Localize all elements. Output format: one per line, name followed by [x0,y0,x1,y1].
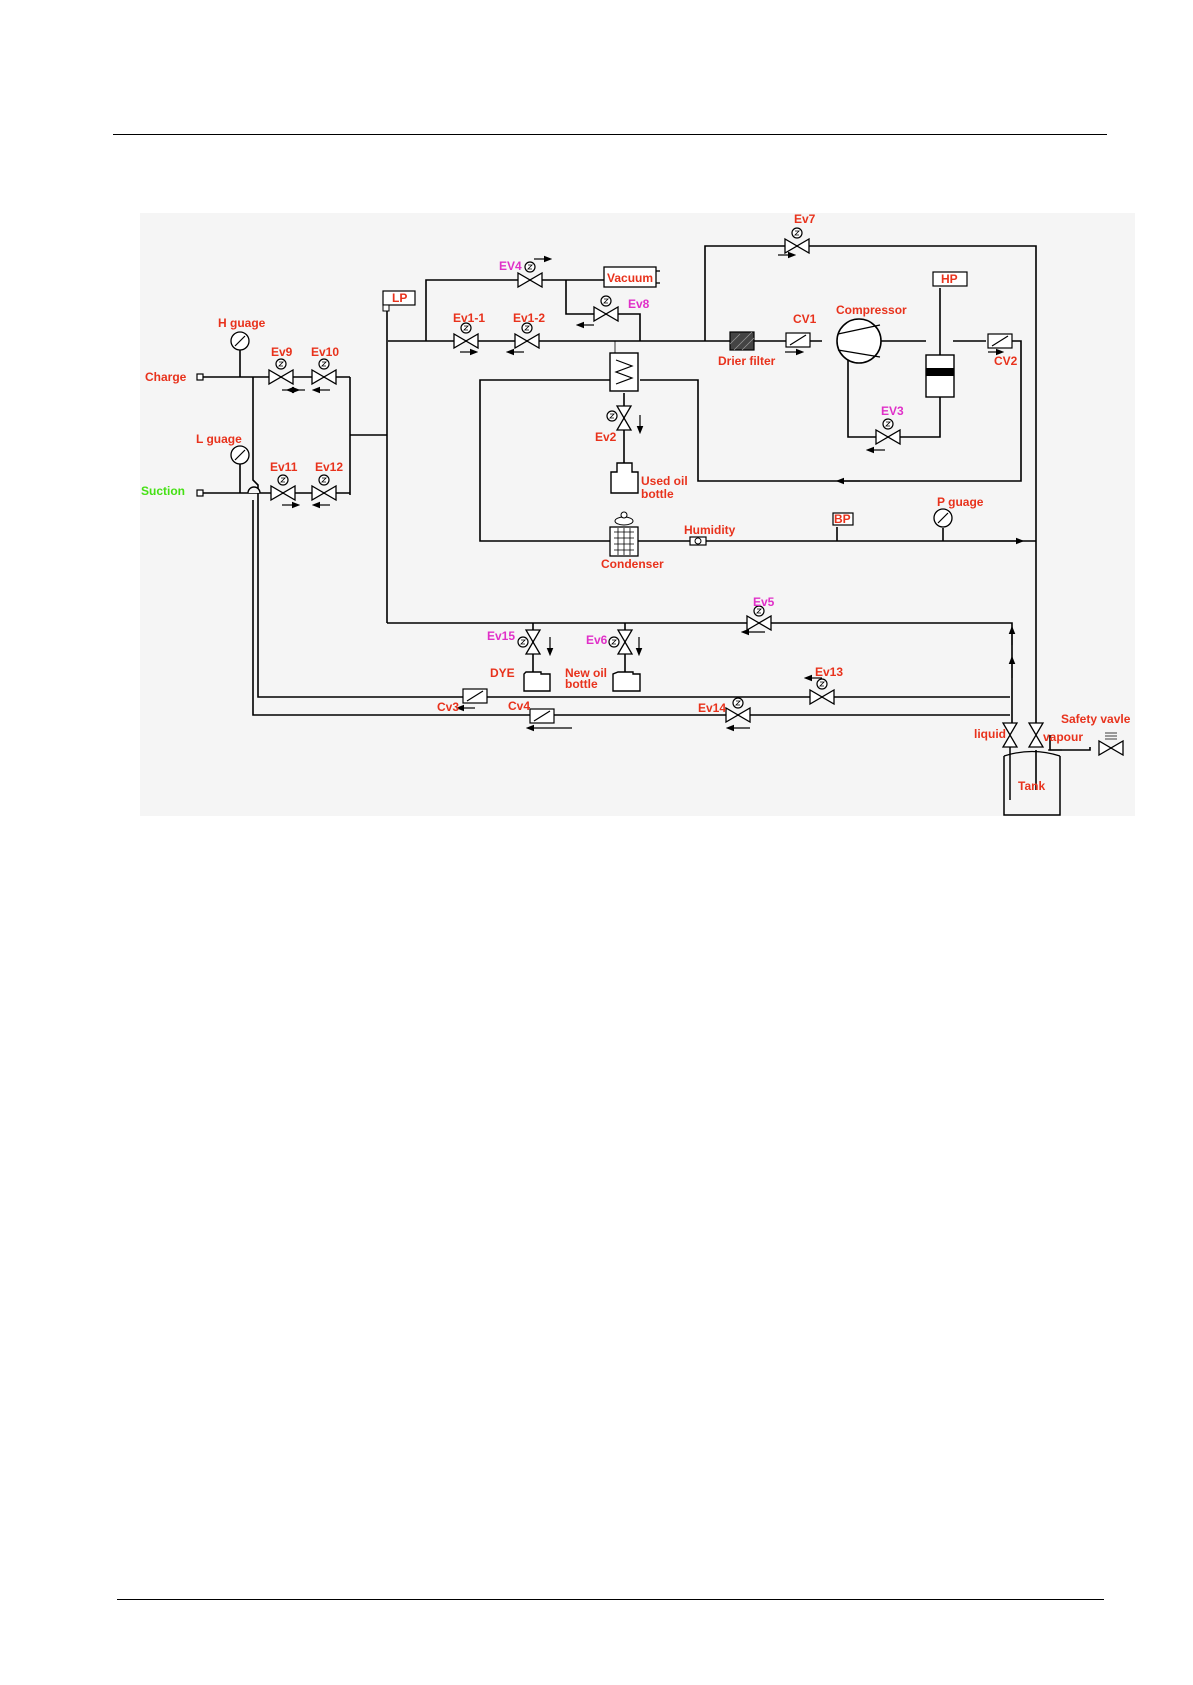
cv3-label: Cv3 [437,700,459,714]
p-gauge [934,509,952,527]
cv1-label: CV1 [793,312,817,326]
cv2-check-valve [988,334,1012,348]
dye-label: DYE [490,666,515,680]
ev8-label: Ev8 [628,297,650,311]
crossover-hop [248,487,260,493]
ev1-2-label: Ev1-2 [513,311,545,325]
ev9-label: Ev9 [271,345,293,359]
drier-filter [730,332,754,350]
humidity-label: Humidity [684,523,736,537]
cv4-label: Cv4 [508,699,530,713]
tank-label: Tank [1018,779,1045,793]
cv1-check-valve [786,333,810,347]
bp-label: BP [834,512,851,526]
ev10-label: Ev10 [311,345,339,359]
ev5-label: Ev5 [753,595,775,609]
safety-valve-label: Safety vavle [1061,712,1131,726]
ev1-1-label: Ev1-1 [453,311,485,325]
l-gauge [231,446,249,464]
ev6-label: Ev6 [586,633,608,647]
l-gauge-label: L guage [196,432,242,446]
h-gauge [231,332,249,350]
cv2-label: CV2 [994,354,1018,368]
ev3-label: EV3 [881,404,904,418]
new-oil-bottle [613,672,640,691]
used-oil-label-line2: bottle [641,487,674,501]
ev4-label: EV4 [499,259,522,273]
ev2-label: Ev2 [595,430,617,444]
humidity-sight-glass [690,537,706,545]
charge-port[interactable] [197,374,203,380]
vacuum-label: Vacuum [607,271,653,285]
dye-bottle [524,672,550,691]
used-oil-label-line1: Used oil [641,474,688,488]
compressor-label: Compressor [836,303,907,317]
hp-label: HP [941,272,958,286]
ev11-label: Ev11 [270,460,298,474]
suction-label: Suction [141,484,185,498]
vapour-label: vapour [1043,730,1083,744]
heat-exchanger [610,353,638,391]
p-gauge-label: P guage [937,495,984,509]
ev7-label: Ev7 [794,212,816,226]
oil-separator [926,355,954,397]
lp-label: LP [392,291,407,305]
charge-label: Charge [145,370,187,384]
new-oil-label-line2: bottle [565,677,598,691]
ev13-label: Ev13 [815,665,843,679]
condenser-label: Condenser [601,557,664,571]
ev12-label: Ev12 [315,460,343,474]
suction-port[interactable] [197,490,203,496]
h-gauge-label: H guage [218,316,266,330]
cv4-check-valve [530,709,554,723]
liquid-label: liquid [974,727,1006,741]
drier-filter-label: Drier filter [718,354,776,368]
compressor [837,319,881,363]
ev15-label: Ev15 [487,629,515,643]
cv3-check-valve [463,689,487,703]
ev14-label: Ev14 [698,701,726,715]
